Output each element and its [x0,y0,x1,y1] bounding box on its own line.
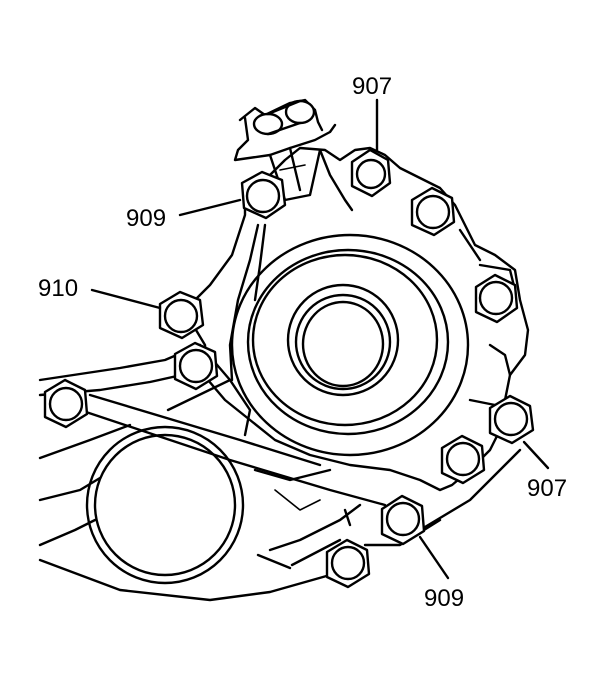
bolt-cover-top-right [410,186,456,237]
large-opening [85,425,245,585]
bolt-housing-bottom [325,538,371,589]
callout-907-right: 907 [527,475,567,502]
callout-907-top: 907 [352,73,392,100]
bolt-cover-lower-right [440,434,486,485]
bolt-housing-far-left [43,378,89,429]
leader-lines [90,98,550,580]
bolt-907-right [488,394,535,445]
callout-910: 910 [38,275,78,302]
bolt-cover-right-upper [474,273,519,324]
bolt-909-bottom [380,494,426,546]
bolt-909-upper [240,170,287,220]
callout-909-bottom: 909 [424,585,464,612]
bolt-910 [158,290,205,340]
bolt-cover-left-lower [173,341,219,391]
center-hub [230,233,470,457]
sensor-bracket [233,98,354,212]
callout-909-upper: 909 [126,205,166,232]
bolt-907-top [350,148,392,198]
